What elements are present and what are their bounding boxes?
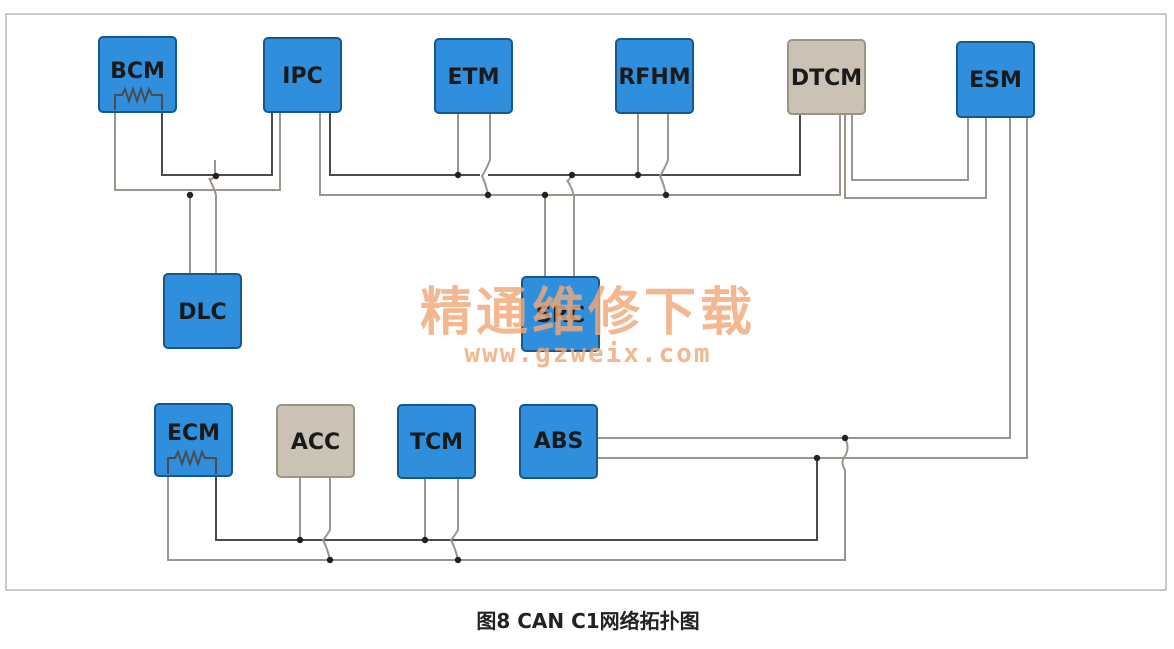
module-bcm: BCM [98,36,177,113]
bcm-terminator-resistor-icon [114,85,163,110]
module-ipc-label: IPC [282,64,322,89]
module-tcm-label: TCM [410,430,463,455]
module-esm: ESM [956,41,1035,118]
dlc-stubs [189,160,217,275]
module-src-label: SRC [536,303,585,328]
junction-dot [454,556,462,564]
module-dlc-label: DLC [178,300,226,325]
module-tcm: TCM [397,404,476,479]
junction-dot [454,171,462,179]
junction-dot [296,536,304,544]
watermark-url: www.gzweix.com [464,339,711,369]
junction-dot [326,556,334,564]
top-bus-lower-wire [114,110,841,196]
module-tcm-box [397,404,476,479]
tcm-stubs [424,478,459,561]
module-bcm-label: BCM [110,59,165,84]
module-etm: ETM [434,38,513,114]
module-etm-label: ETM [448,65,500,90]
junction-dot [541,191,549,199]
junction-dots [186,171,849,564]
module-esm-label: ESM [969,68,1022,93]
module-acc-label: ACC [291,430,340,455]
module-acc: ACC [276,404,355,478]
ecm-terminator-resistor-icon [167,448,217,474]
module-rfhm: RFHM [615,38,694,114]
module-src: SRC [521,276,600,352]
module-ecm-label: ECM [167,421,220,446]
module-etm-box [434,38,513,114]
module-dtcm-box [787,39,866,115]
module-abs-label: ABS [534,429,584,454]
module-dlc-box [163,273,242,349]
figure-caption: 图8 CAN C1网络拓扑图 [476,609,699,633]
junction-dot [634,171,642,179]
etm-stubs [457,112,491,196]
junction-dot [662,191,670,199]
module-dtcm: DTCM [787,39,866,115]
rfhm-stubs [637,112,669,196]
module-acc-box [276,404,355,478]
junction-dot [186,191,194,199]
src-stubs [544,174,575,278]
junction-dot [484,191,492,199]
top-bus-upper-wire [161,110,801,176]
module-rfhm-box [615,38,694,114]
module-dlc: DLC [163,273,242,349]
junction-dot [568,171,576,179]
junction-dot [421,536,429,544]
module-rfhm-label: RFHM [618,65,690,90]
junction-dot [212,172,220,180]
dtcm-esm-wire [844,112,987,199]
bottom-bus-upper-wire [215,458,818,541]
esm-abs-wire [598,116,1028,459]
module-esm-box [956,41,1035,118]
acc-stubs [299,478,331,561]
module-ipc: IPC [263,37,342,113]
watermark-title: 精通维修下载 [420,283,756,343]
module-ipc-box [263,37,342,113]
module-ecm: ECM [154,403,233,477]
junction-dot [813,454,821,462]
module-abs: ABS [519,404,598,479]
module-bcm-box [98,36,177,113]
bottom-bus-lower-wire [167,437,849,561]
module-src-box [521,276,600,352]
module-abs-box [519,404,598,479]
diagram-frame [5,13,1167,591]
junction-dot [841,434,849,442]
module-dtcm-label: DTCM [791,66,862,91]
